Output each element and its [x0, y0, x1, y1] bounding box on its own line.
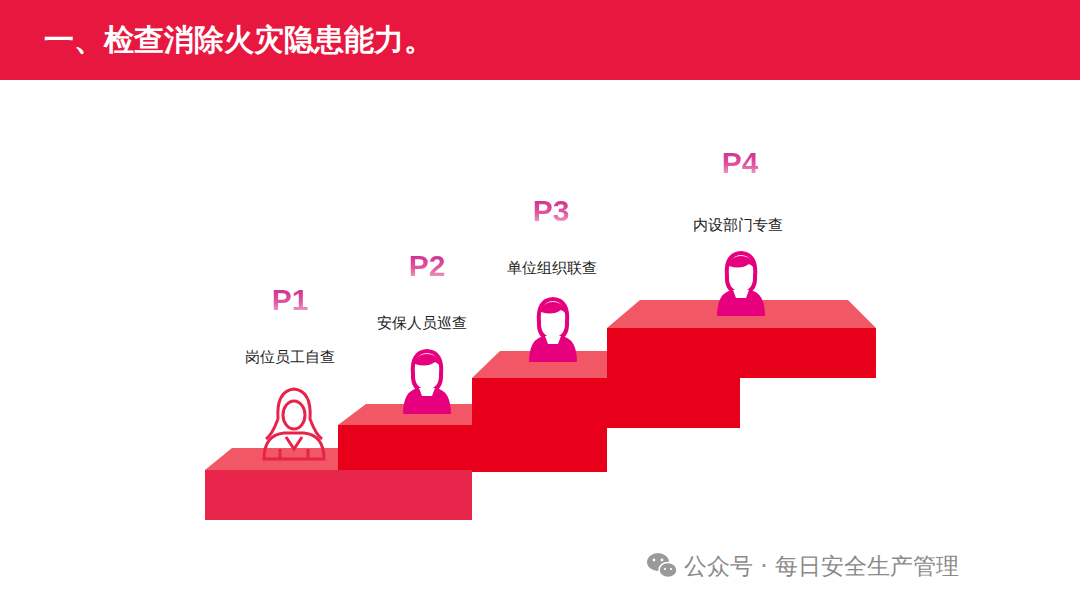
slide-title: 一、检查消除火灾隐患能力。 — [44, 20, 434, 61]
step-number: P3 — [533, 194, 570, 228]
step-number: P1 — [272, 283, 309, 317]
step-label: 岗位员工自查 — [245, 348, 335, 367]
step-label: 单位组织联查 — [507, 259, 597, 278]
step-number: P4 — [722, 146, 759, 180]
step-label: 内设部门专查 — [693, 216, 783, 235]
watermark: 公众号 · 每日安全生产管理 — [684, 551, 959, 582]
wechat-icon — [647, 553, 677, 578]
step-label: 安保人员巡查 — [377, 314, 467, 333]
step-number: P2 — [409, 249, 446, 283]
